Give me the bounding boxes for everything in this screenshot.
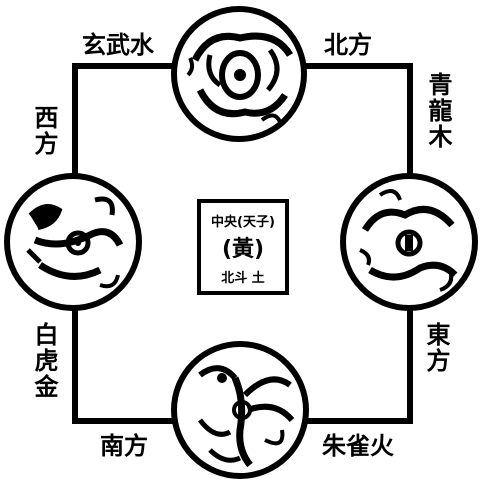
center-box: 中央(天子) (黃) 北斗 土 — [197, 199, 289, 295]
zhuque-emblem — [171, 341, 309, 479]
baihu-emblem — [4, 173, 142, 311]
label-baihu-metal: 白虎金 — [30, 322, 58, 400]
qinglong-emblem — [340, 173, 478, 311]
xuanwu-emblem — [171, 6, 307, 142]
label-south: 南方 — [100, 432, 148, 460]
center-line-2: (黃) — [221, 237, 265, 262]
label-xuanwu-water: 玄武水 — [82, 31, 154, 59]
center-line-1: 中央(天子) — [211, 215, 275, 230]
center-line-3: 北斗 土 — [221, 271, 265, 286]
label-east: 東方 — [422, 322, 450, 374]
label-west: 西方 — [30, 105, 58, 157]
label-qinglong-wood: 青龍木 — [424, 72, 452, 150]
label-zhuque-fire: 朱雀火 — [322, 432, 394, 460]
label-north: 北方 — [324, 31, 372, 59]
